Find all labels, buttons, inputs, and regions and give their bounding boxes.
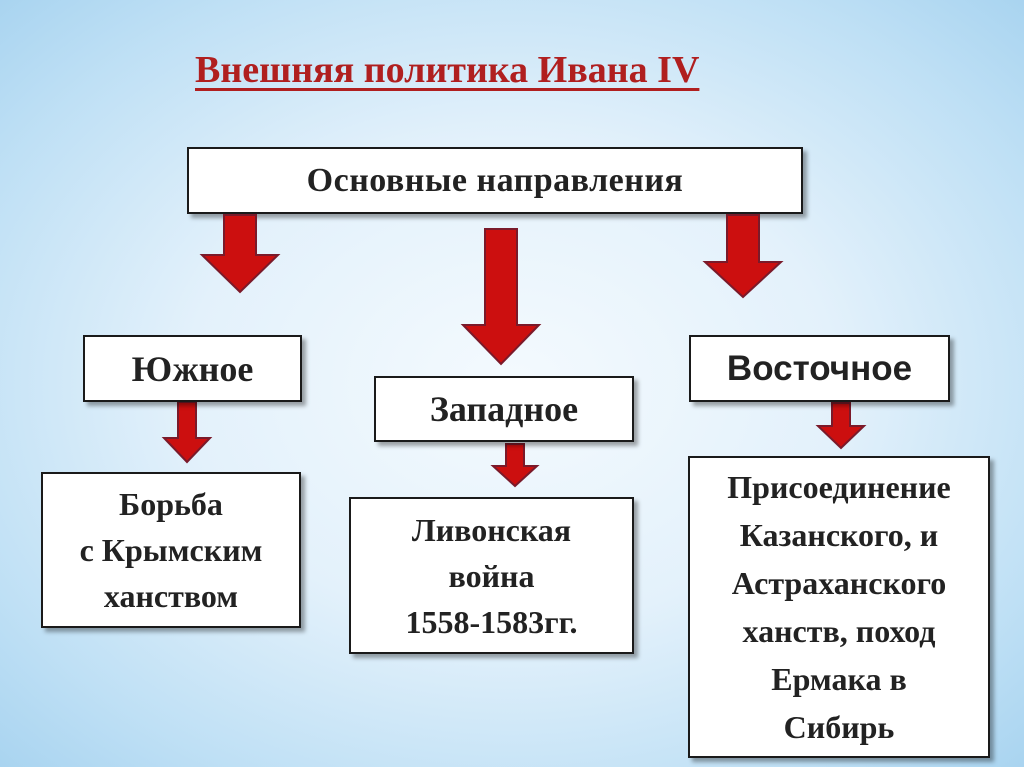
arrow-south-to-desc (161, 401, 213, 464)
east-description-box: Присоединение Казанского, и Астраханског… (688, 456, 990, 758)
west-description-box: Ливонская война 1558-1583гг. (349, 497, 634, 654)
arrow-main-to-south (199, 214, 281, 294)
main-directions-box: Основные направления (187, 147, 803, 214)
arrow-east-to-desc (815, 402, 867, 450)
west-direction-box: Западное (374, 376, 634, 442)
page-title: Внешняя политика Ивана IV (195, 49, 700, 91)
south-direction-box: Южное (83, 335, 302, 402)
arrow-west-to-desc (490, 443, 540, 488)
arrow-main-to-west (460, 228, 542, 366)
east-direction-box: Восточное (689, 335, 950, 402)
south-description-box: Борьба с Крымским ханством (41, 472, 301, 628)
arrow-main-to-east (702, 214, 784, 299)
